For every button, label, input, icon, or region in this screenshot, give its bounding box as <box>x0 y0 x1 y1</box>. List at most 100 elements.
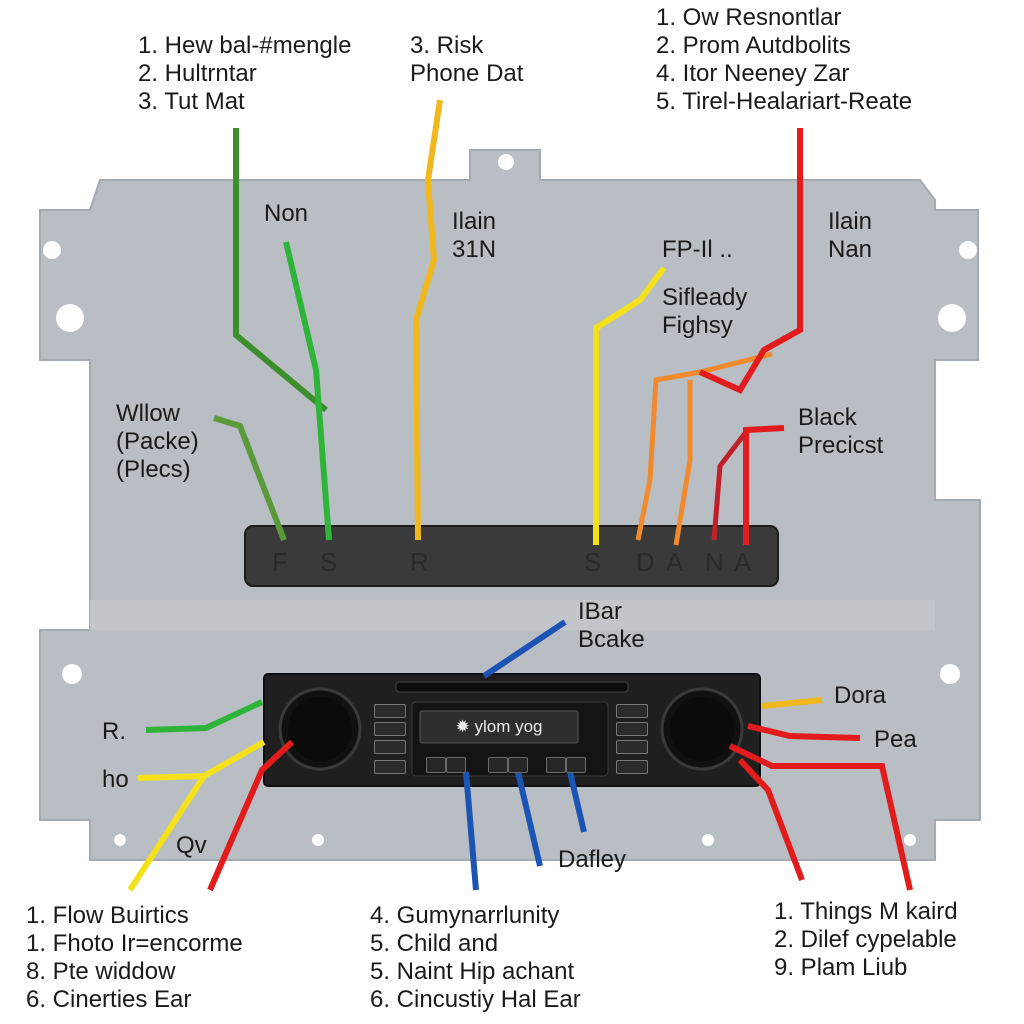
wire-red-right-2 <box>737 757 805 882</box>
head-unit-button[interactable] <box>616 722 648 736</box>
label-ibar: IBar Bcake <box>578 598 645 654</box>
top-left-list: 1. Hew bal-#mengle 2. Hultrntar 3. Tut M… <box>138 32 351 116</box>
list-item: 1. Flow Buirtics <box>26 902 189 929</box>
list-item: 1. Things M kaird <box>774 898 958 925</box>
list-item: 9. Plam Liub <box>774 954 908 981</box>
label-lain-center: Ilain 31N <box>452 208 496 264</box>
wire-dark-green <box>233 128 328 413</box>
list-item: 1. Hew bal-#mengle <box>138 32 352 59</box>
label-dafley: Dafley <box>558 846 627 873</box>
wire-red-a <box>743 425 785 545</box>
preset-button[interactable] <box>508 757 528 773</box>
mounting-hole <box>312 834 324 846</box>
label-line: Wllow <box>116 400 180 427</box>
mounting-hole <box>56 304 84 332</box>
wire-red-top <box>698 128 803 394</box>
wire-green-r <box>145 699 264 733</box>
connector-pin: S <box>320 547 338 577</box>
label-ho: ho <box>102 766 129 793</box>
label-line: Bcake <box>578 626 645 653</box>
preset-button[interactable] <box>426 757 446 773</box>
list-item: 4. Gumynarrlunity <box>370 902 560 929</box>
list-item: 6. Cinerties Ear <box>26 986 192 1013</box>
label-fp: FP-Il .. <box>662 236 733 263</box>
wire-olive-f <box>213 415 287 542</box>
head-unit-button[interactable] <box>374 722 406 736</box>
preset-button[interactable] <box>546 757 566 773</box>
label-line: IBar <box>578 598 623 625</box>
label-line: 31N <box>452 236 497 263</box>
head-unit-button[interactable] <box>374 740 406 754</box>
list-item: 3. Tut Mat <box>138 88 245 115</box>
head-unit-button[interactable] <box>616 740 648 754</box>
head-unit-button[interactable] <box>616 704 648 718</box>
connector-pin: F <box>272 547 288 577</box>
preset-button[interactable] <box>566 757 586 773</box>
label-lain-right: Ilain Nan <box>828 208 872 264</box>
label-dora: Dora <box>834 682 887 709</box>
wire-dark-red-n <box>711 430 748 541</box>
top-center-label: 3. Risk Phone Dat <box>410 32 523 88</box>
wire-orange-yellow-r <box>412 99 443 541</box>
label-qv: Qv <box>176 832 207 859</box>
list-item: 4. Itor Neeney Zar <box>656 60 850 87</box>
mounting-hole <box>498 154 514 170</box>
mounting-hole <box>959 241 977 259</box>
connector-pin: R <box>410 547 429 577</box>
cd-slot <box>395 681 629 693</box>
label-black: Black Precicst <box>798 404 883 460</box>
list-item: 6. Cincustiy Hal Ear <box>370 986 581 1013</box>
head-unit-button[interactable] <box>374 760 406 774</box>
mounting-hole <box>62 664 82 684</box>
mounting-hole <box>904 834 916 846</box>
list-item: 5. Tirel-Healariart-Reate <box>656 88 913 115</box>
wire-red-left <box>207 739 295 892</box>
label-line: Sifleady <box>662 284 748 311</box>
label-line: Black <box>798 404 857 431</box>
wire-red-pea <box>747 723 861 741</box>
display-screen <box>419 710 579 744</box>
wire-yellow-qv <box>127 774 207 892</box>
connector-pin: D <box>636 547 655 577</box>
list-item: 1. Ow Resnontlar <box>656 4 842 31</box>
mounting-hole <box>702 834 714 846</box>
label-r: R. <box>102 718 126 745</box>
mounting-hole <box>114 834 126 846</box>
top-right-list: 1. Ow Resnontlar 2. Prom Autdbolits 4. I… <box>656 4 912 116</box>
label-sifleady: Sifleady Fighsy <box>662 284 747 340</box>
preset-button[interactable] <box>488 757 508 773</box>
label-wllow: Wllow (Packe) (Plecs) <box>116 400 199 484</box>
list-item: 2. Hultrntar <box>138 60 257 87</box>
label-non: Non <box>264 200 309 227</box>
list-item: 3. Risk <box>410 32 484 59</box>
mounting-hole <box>940 664 960 684</box>
wire-blue-2 <box>515 771 543 867</box>
preset-button[interactable] <box>446 757 466 773</box>
wire-yellow-dora <box>761 697 823 709</box>
connector-pin: A <box>666 547 684 577</box>
bottom-center-list: 4. Gumynarrlunity 5. Child and 5. Naint … <box>370 902 581 1014</box>
bottom-left-list: 1. Flow Buirtics 1. Fhoto Ir=encorme 8. … <box>26 902 243 1014</box>
bottom-right-list: 1. Things M kaird 2. Dilef cypelable 9. … <box>774 898 958 982</box>
mounting-hole <box>43 241 61 259</box>
label-line: (Plecs) <box>116 456 191 483</box>
connector-pin: N <box>705 547 724 577</box>
display-text: ✹ ylom yog <box>455 717 543 736</box>
label-line: Nan <box>828 236 873 263</box>
label-line: (Packe) <box>116 428 199 455</box>
wire-orange-d <box>635 351 773 541</box>
label-line: Ilain <box>828 208 873 235</box>
label-line: Ilain <box>452 208 497 235</box>
mounting-hole <box>938 304 966 332</box>
head-unit-button[interactable] <box>374 704 406 718</box>
wire-yellow-s <box>593 266 667 545</box>
wire-blue-3 <box>567 771 587 833</box>
list-item: 2. Prom Autdbolits <box>656 32 851 59</box>
list-item: 5. Naint Hip achant <box>370 958 575 985</box>
label-line: Precicst <box>798 432 884 459</box>
list-item: 8. Pte widdow <box>26 958 176 985</box>
head-unit-button[interactable] <box>616 760 648 774</box>
list-item: Phone Dat <box>410 60 524 87</box>
